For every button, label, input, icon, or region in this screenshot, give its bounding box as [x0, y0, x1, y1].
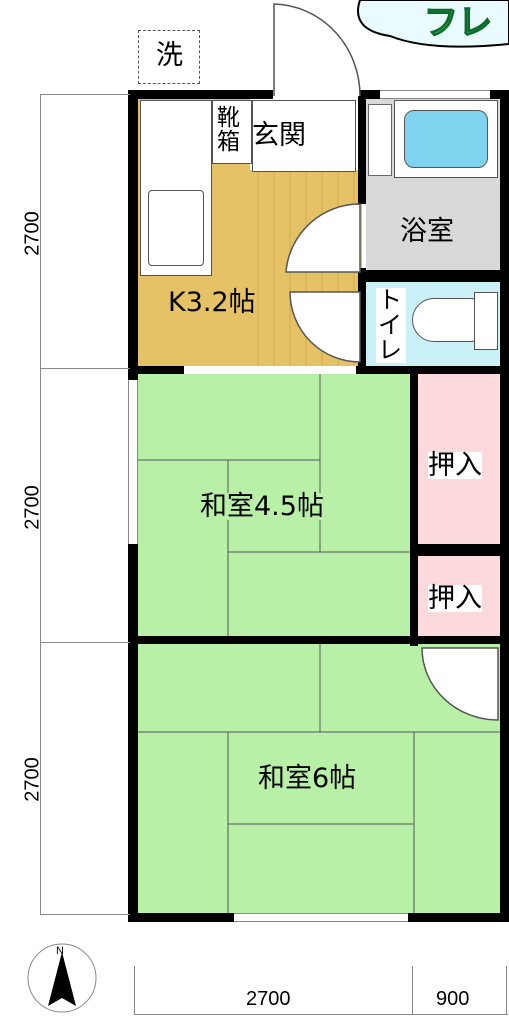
dim-bottom-horizontal	[134, 1014, 508, 1015]
bath-door-arc	[285, 203, 361, 273]
bath-controls	[368, 104, 392, 176]
outer-wall-bottom-right	[408, 913, 509, 922]
kitchen-sink	[148, 190, 204, 266]
wall-room-a-b	[128, 636, 509, 644]
dim-bottom-tick-3	[506, 966, 507, 1014]
dim-bottom-tick-2	[412, 966, 413, 1014]
kitchen-label: K3.2帖	[168, 287, 256, 318]
wall-kitchen-room-a-left	[128, 366, 184, 374]
dim-left-2: 2700	[21, 485, 44, 530]
shoe-box-text: 靴箱	[217, 105, 240, 155]
dim-bottom-1: 2700	[246, 988, 291, 1010]
dim-left-tick-2	[40, 368, 130, 369]
bath-label: 浴室	[400, 216, 454, 247]
toilet-door-arc	[289, 291, 361, 363]
wall-kitchen-room-a-right	[356, 366, 509, 374]
wall-bath-toilet	[358, 270, 509, 282]
toilet-text: トイレ	[378, 286, 402, 364]
window-left-a	[128, 380, 138, 544]
washroom-box	[138, 30, 200, 84]
bathtub-water	[404, 110, 488, 168]
dim-left-1: 2700	[21, 211, 44, 256]
wall-closet-a-b	[410, 544, 509, 556]
wall-kitchen-toilet	[358, 268, 366, 368]
entrance-label: 玄関	[252, 120, 306, 151]
washroom-label: 洗	[156, 40, 183, 71]
room-b-label: 和室6帖	[258, 763, 357, 794]
dim-left-tick-4	[40, 914, 130, 915]
closet-a-label: 押入	[428, 450, 482, 481]
window-top-bath	[380, 90, 490, 99]
compass-icon	[27, 943, 97, 1013]
wall-kitchen-bath	[358, 98, 366, 204]
room-a-label: 和室4.5帖	[200, 491, 324, 522]
window-bottom	[234, 913, 408, 922]
wall-room-a-closet	[410, 368, 418, 646]
dim-bottom-2: 900	[436, 988, 470, 1010]
tatami-lines	[138, 374, 502, 914]
dim-left-vertical	[40, 94, 41, 914]
dim-bottom-tick-1	[134, 966, 135, 1014]
entrance-step	[252, 100, 356, 172]
dim-left-3: 2700	[21, 757, 44, 802]
closet-b-label: 押入	[428, 583, 482, 614]
outer-wall-top-left	[128, 90, 273, 99]
entrance-door	[273, 3, 361, 97]
toilet-bowl	[412, 298, 476, 342]
room-b-door-arc	[421, 647, 499, 721]
dim-left-tick-1	[40, 94, 130, 95]
dim-left-tick-3	[40, 642, 130, 643]
banner-text: フレ	[423, 3, 493, 43]
outer-wall-bottom-left	[128, 913, 234, 922]
toilet-label: トイレ	[376, 288, 406, 363]
banner-bubble	[357, 0, 509, 48]
shoe-box-label: 靴箱	[217, 106, 243, 154]
outer-wall-right	[500, 90, 509, 922]
toilet-tank	[474, 292, 498, 350]
compass-north-label: N	[56, 945, 64, 957]
